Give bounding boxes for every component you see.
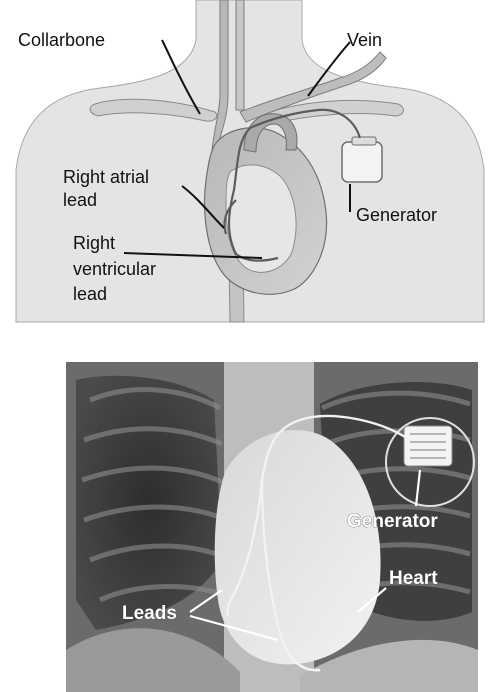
xray-label-heart: Heart bbox=[389, 568, 438, 589]
label-right-atrial-2: lead bbox=[63, 190, 97, 210]
chest-xray: Generator Heart Leads bbox=[66, 362, 478, 692]
label-collarbone: Collarbone bbox=[18, 30, 105, 50]
generator-header bbox=[352, 137, 376, 145]
label-right-atrial-1: Right atrial bbox=[63, 167, 149, 187]
carotid-artery bbox=[236, 0, 244, 110]
label-right-ventricular-1: Right bbox=[73, 233, 115, 253]
anatomy-illustration: Collarbone Vein Right atrial lead Genera… bbox=[16, 0, 484, 322]
label-right-ventricular-2: ventricular bbox=[73, 259, 156, 279]
generator-device bbox=[342, 142, 382, 182]
label-right-ventricular-3: lead bbox=[73, 284, 107, 304]
xray-label-generator: Generator bbox=[347, 511, 438, 532]
label-vein: Vein bbox=[347, 30, 382, 50]
xray-generator-device bbox=[404, 426, 452, 466]
xray-label-leads: Leads bbox=[122, 603, 177, 624]
label-generator: Generator bbox=[356, 205, 437, 225]
